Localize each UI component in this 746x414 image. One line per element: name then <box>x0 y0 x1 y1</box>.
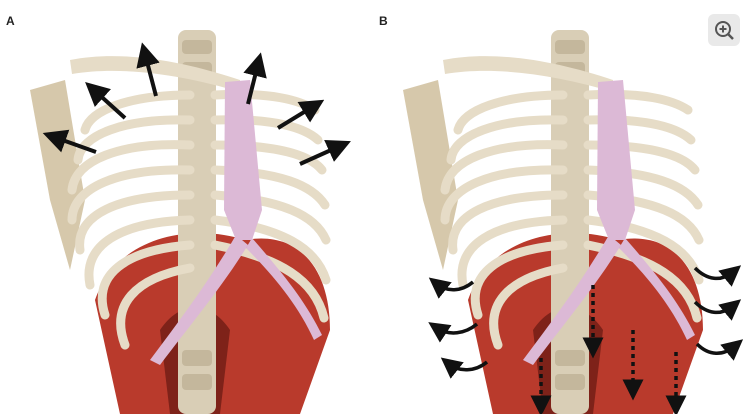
panel-a: A <box>0 0 373 414</box>
rib-cage-illustration <box>0 0 373 414</box>
panel-b: B <box>373 0 746 414</box>
rib-cage-illustration <box>373 0 746 414</box>
